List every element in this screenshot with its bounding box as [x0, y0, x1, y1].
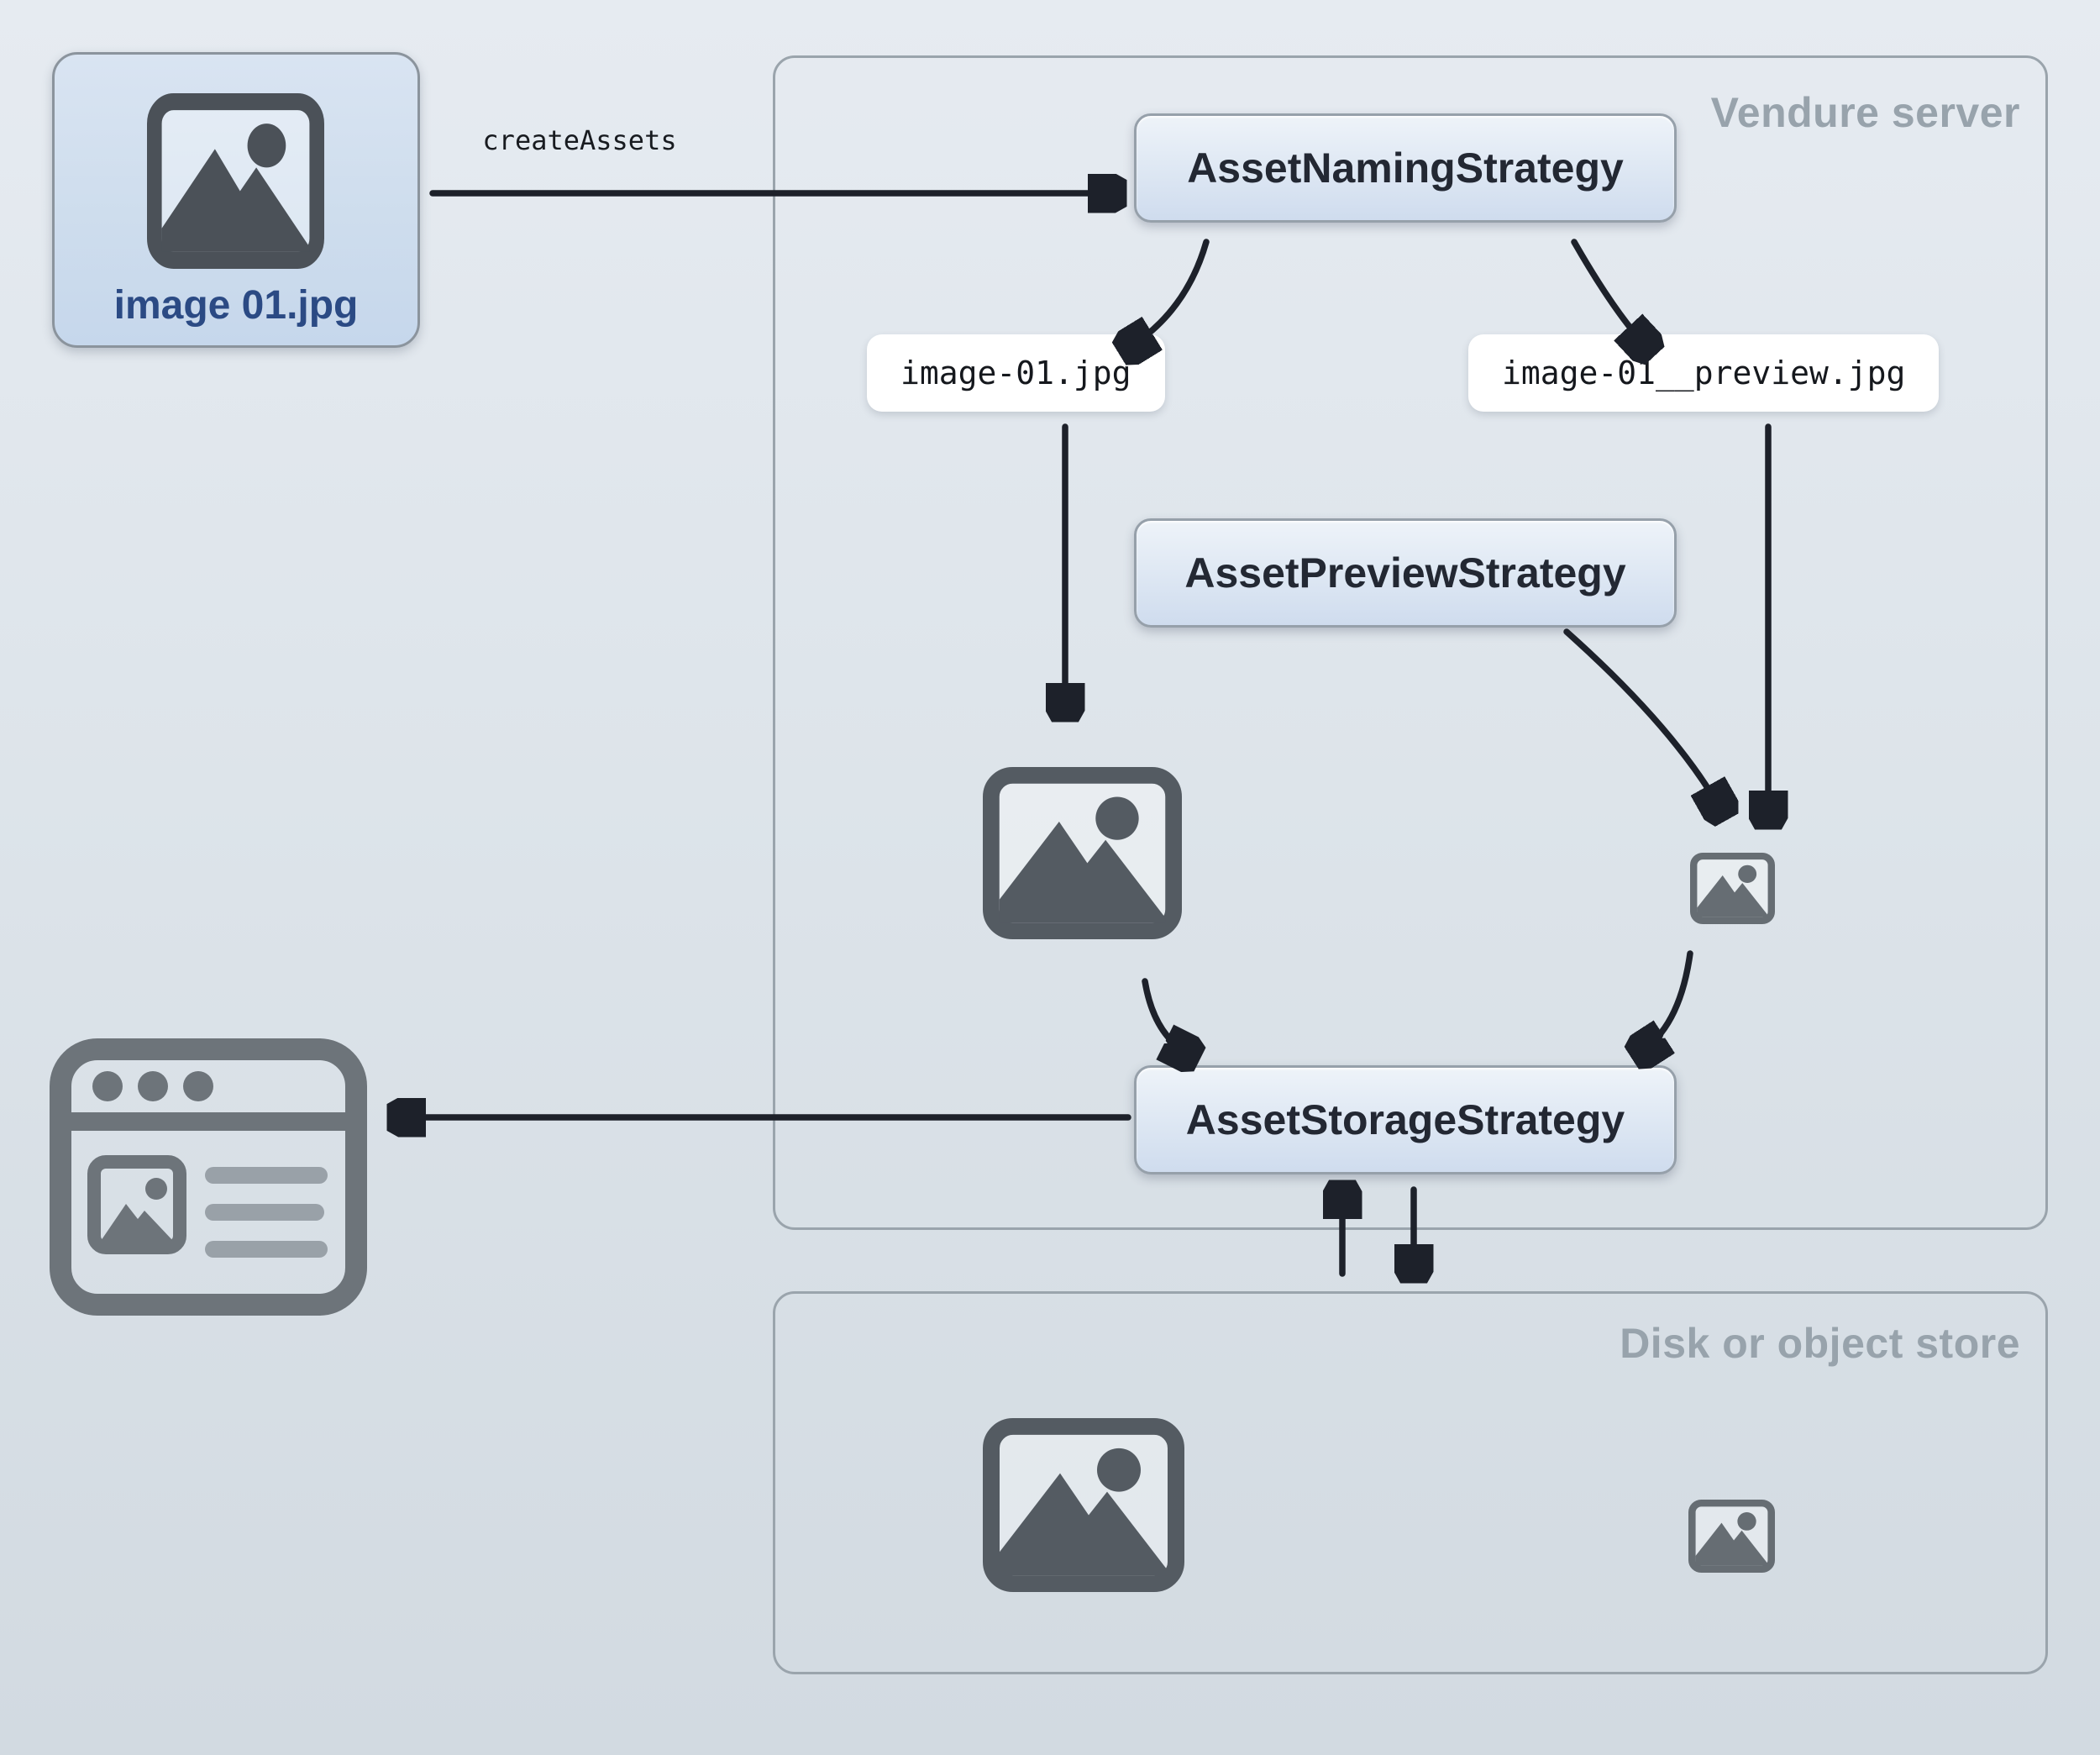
source-image-icon: [147, 93, 324, 269]
asset-naming-strategy-box: AssetNamingStrategy: [1134, 113, 1677, 223]
preview-file-name-chip: image-01__preview.jpg: [1468, 334, 1940, 412]
source-file-name-chip: image-01.jpg: [867, 334, 1165, 412]
disk-store-title: Disk or object store: [1620, 1320, 2020, 1367]
asset-naming-strategy-label: AssetNamingStrategy: [1187, 144, 1624, 192]
asset-storage-strategy-box: AssetStorageStrategy: [1134, 1065, 1677, 1174]
asset-preview-strategy-label: AssetPreviewStrategy: [1184, 549, 1626, 596]
create-assets-label: createAssets: [482, 124, 677, 156]
disk-store-container: Disk or object store: [773, 1291, 2048, 1674]
stored-preview-image-icon: [1690, 853, 1775, 924]
disk-preview-image-icon: [1688, 1500, 1775, 1573]
vendure-server-container: Vendure server: [773, 55, 2048, 1230]
source-file-card: image 01.jpg: [52, 52, 420, 348]
asset-preview-strategy-box: AssetPreviewStrategy: [1134, 518, 1677, 628]
vendure-server-title: Vendure server: [1710, 89, 2020, 136]
asset-storage-strategy-label: AssetStorageStrategy: [1185, 1096, 1625, 1143]
stored-source-image-icon: [983, 767, 1182, 939]
browser-window-icon: [50, 1038, 367, 1316]
disk-source-image-icon: [983, 1418, 1184, 1592]
source-file-label: image 01.jpg: [113, 283, 359, 328]
